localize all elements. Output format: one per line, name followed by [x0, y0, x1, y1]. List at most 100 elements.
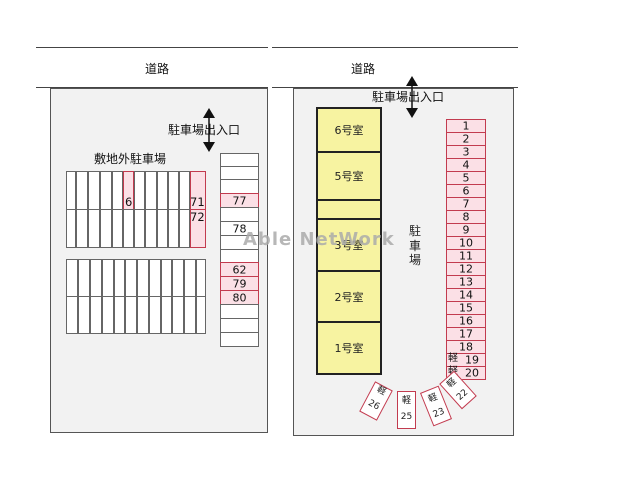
left-entrance-label: 駐車場出入口 — [168, 123, 241, 137]
parking-space — [184, 296, 196, 334]
parking-space — [179, 171, 190, 210]
parking-space-highlight — [190, 209, 206, 248]
kei-label-19: 軽 — [448, 353, 458, 364]
road-label-left: 道路 — [145, 62, 170, 76]
room-6: 6号室 — [316, 107, 382, 153]
parking-space — [78, 296, 90, 334]
parking-space — [78, 259, 90, 297]
parking-space-3: 3 — [446, 145, 486, 159]
parking-space-9: 9 — [446, 223, 486, 237]
parking-space — [145, 171, 157, 210]
parking-space — [76, 209, 88, 248]
parking-space-10: 10 — [446, 236, 486, 250]
parking-space-14: 14 — [446, 288, 486, 302]
parking-space — [220, 304, 259, 319]
parking-space — [88, 171, 100, 210]
parking-space-11: 11 — [446, 249, 486, 263]
parking-space-2: 2 — [446, 132, 486, 146]
parking-space — [125, 259, 137, 297]
parking-space — [102, 296, 114, 334]
room-5: 5号室 — [316, 151, 382, 201]
parking-space — [161, 296, 172, 334]
road-line-left — [36, 47, 268, 48]
parking-space-17: 17 — [446, 327, 486, 341]
parking-space — [196, 296, 206, 334]
parking-space — [102, 259, 114, 297]
parking-space — [184, 259, 196, 297]
parking-space — [123, 209, 134, 248]
parking-label-char: 場 — [408, 253, 421, 267]
parking-space-13: 13 — [446, 275, 486, 289]
parking-space-18: 18 — [446, 340, 486, 354]
parking-space — [137, 296, 149, 334]
parking-label-char: 駐 — [408, 224, 421, 238]
room-4 — [316, 199, 382, 220]
parking-space-1: 1 — [446, 119, 486, 133]
parking-space — [157, 209, 168, 248]
room-1: 1号室 — [316, 321, 382, 375]
room-2: 2号室 — [316, 270, 382, 323]
parking-space — [134, 171, 145, 210]
road-edge-right — [272, 87, 518, 88]
entrance-arrow-right-icon — [406, 76, 418, 118]
parking-space-15: 15 — [446, 301, 486, 315]
parking-space — [220, 318, 259, 333]
offsite-parking-label: 敷地外駐車場 — [94, 152, 167, 166]
parking-space — [220, 332, 259, 347]
parking-space — [114, 296, 125, 334]
parking-space — [196, 259, 206, 297]
parking-space — [134, 209, 145, 248]
parking-space — [220, 207, 259, 222]
parking-space — [137, 259, 149, 297]
parking-space — [172, 259, 184, 297]
space-label-72: 72 — [190, 210, 205, 224]
parking-space — [149, 296, 161, 334]
parking-space — [66, 259, 78, 297]
parking-space-80: 80 — [220, 290, 259, 305]
road-edge-left — [36, 87, 268, 88]
right-entrance-label: 駐車場出入口 — [372, 90, 445, 104]
parking-space — [76, 171, 88, 210]
parking-space — [220, 166, 259, 180]
parking-space — [220, 249, 259, 263]
space-label-6: 6 — [125, 195, 133, 209]
parking-space — [66, 209, 76, 248]
parking-space — [66, 171, 76, 210]
parking-space-12: 12 — [446, 262, 486, 276]
space-label-71: 71 — [190, 195, 205, 209]
parking-space — [125, 296, 137, 334]
parking-space — [90, 296, 102, 334]
parking-space — [172, 296, 184, 334]
road-label-right: 道路 — [351, 62, 376, 76]
parking-space-62: 62 — [220, 262, 259, 277]
parking-space — [145, 209, 157, 248]
entrance-arrow-left-icon — [203, 108, 215, 152]
parking-space — [112, 209, 123, 248]
parking-space — [90, 259, 102, 297]
parking-label-char: 車 — [408, 239, 421, 253]
parking-space — [114, 259, 125, 297]
parking-space — [100, 171, 112, 210]
parking-space — [88, 209, 100, 248]
parking-space-8: 8 — [446, 210, 486, 224]
parking-space-5: 5 — [446, 171, 486, 185]
parking-space-7: 7 — [446, 197, 486, 211]
parking-space-77: 77 — [220, 193, 259, 208]
parking-space — [179, 209, 190, 248]
parking-space — [157, 171, 168, 210]
road-line-right — [272, 47, 518, 48]
parking-space — [149, 259, 161, 297]
parking-space — [161, 259, 172, 297]
parking-space — [112, 171, 123, 210]
watermark: Able NetWork — [243, 229, 395, 250]
parking-space — [168, 209, 179, 248]
parking-space-16: 16 — [446, 314, 486, 328]
parking-space-4: 4 — [446, 158, 486, 172]
parking-space — [220, 179, 259, 194]
parking-space-6: 6 — [446, 184, 486, 198]
parking-space — [168, 171, 179, 210]
parking-space — [100, 209, 112, 248]
parking-space-79: 79 — [220, 276, 259, 291]
parking-space — [220, 153, 259, 167]
